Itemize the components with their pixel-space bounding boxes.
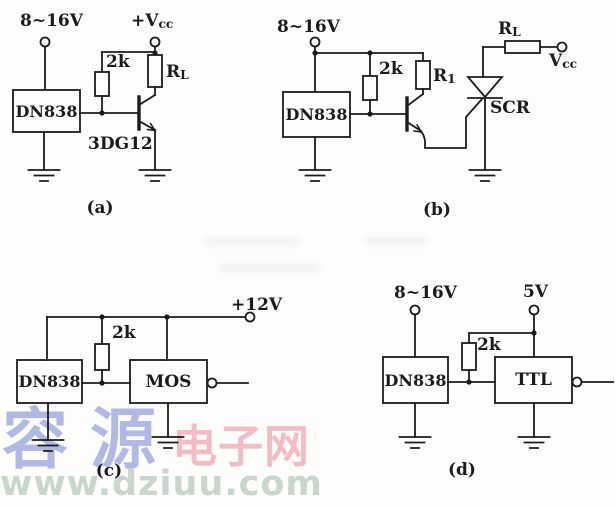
gate-label-d: TTL (515, 370, 552, 390)
figure-label-a: (a) (86, 198, 114, 218)
circuit-c-schematic (16, 311, 256, 452)
scr-label-b: SCR (490, 98, 530, 118)
pullup-label-a: 2k (106, 52, 130, 72)
chip-label-b: DN838 (285, 105, 348, 124)
resistor-body (461, 342, 477, 371)
resistor-body (147, 54, 163, 88)
ground-icon (398, 436, 432, 449)
load-label-a: RL (166, 62, 189, 83)
inverter-bubble (206, 377, 218, 389)
chip-label-a: DN838 (15, 101, 78, 121)
chip-label-d: DN838 (384, 370, 447, 390)
transistor-label-a: 3DG12 (88, 134, 153, 154)
terminal-circle (39, 36, 51, 48)
pullup-label-d: 2k (477, 335, 501, 355)
terminal-circle (244, 311, 256, 323)
chip-box (12, 89, 81, 133)
junction-dot (312, 50, 318, 56)
logic-supply-label-d: 5V (523, 282, 549, 302)
circuit-d-schematic (382, 304, 614, 449)
ground-icon (517, 436, 551, 449)
scan-artifact (365, 237, 427, 245)
gate-label-c: MOS (145, 371, 192, 392)
supply-label-c: +12V (231, 295, 283, 315)
terminal-circle (149, 36, 161, 48)
circuit-b-schematic (282, 36, 568, 182)
pullup-label-c: 2k (112, 323, 136, 343)
supply-label-a: 8~16V (20, 11, 83, 31)
scan-artifact (220, 263, 320, 272)
npn-transistor (349, 92, 484, 149)
terminal-circle (309, 36, 321, 48)
chip-box (282, 91, 351, 138)
circuit-a-schematic (12, 36, 172, 182)
terminal-circle (528, 304, 540, 316)
supply-label-b: 8~16V (277, 17, 340, 37)
scr-thyristor (466, 46, 504, 171)
figure-label-b: (b) (423, 200, 451, 220)
chip-box (16, 359, 83, 404)
resistor-body (362, 75, 378, 101)
ground-icon (468, 169, 502, 182)
r1-label-b: R1 (433, 66, 456, 87)
ground-icon (151, 436, 185, 449)
resistor-body (504, 40, 541, 54)
figure-label-d: (d) (448, 460, 476, 480)
pullup-label-b: 2k (379, 59, 403, 79)
resistor-body (94, 71, 110, 97)
ground-icon (31, 439, 65, 452)
npn-transistor (79, 93, 157, 171)
resistor-body (415, 60, 431, 90)
terminal-circle (409, 304, 421, 316)
chip-label-c: DN838 (18, 372, 81, 391)
vcc-label-b: Vcc (549, 51, 578, 72)
chip-box (382, 356, 449, 404)
scan-artifact (204, 238, 300, 246)
load-label-b: RL (498, 19, 521, 40)
inverter-bubble (571, 376, 583, 388)
figure-label-c: (c) (95, 461, 123, 481)
ground-icon (138, 169, 172, 182)
ground-icon (27, 169, 61, 182)
vcc-label-a: +Vcc (131, 11, 174, 32)
terminal-circle (556, 41, 568, 53)
resistor-body (94, 343, 110, 371)
supply-label-d: 8~16V (394, 283, 457, 303)
ground-icon (298, 169, 332, 182)
